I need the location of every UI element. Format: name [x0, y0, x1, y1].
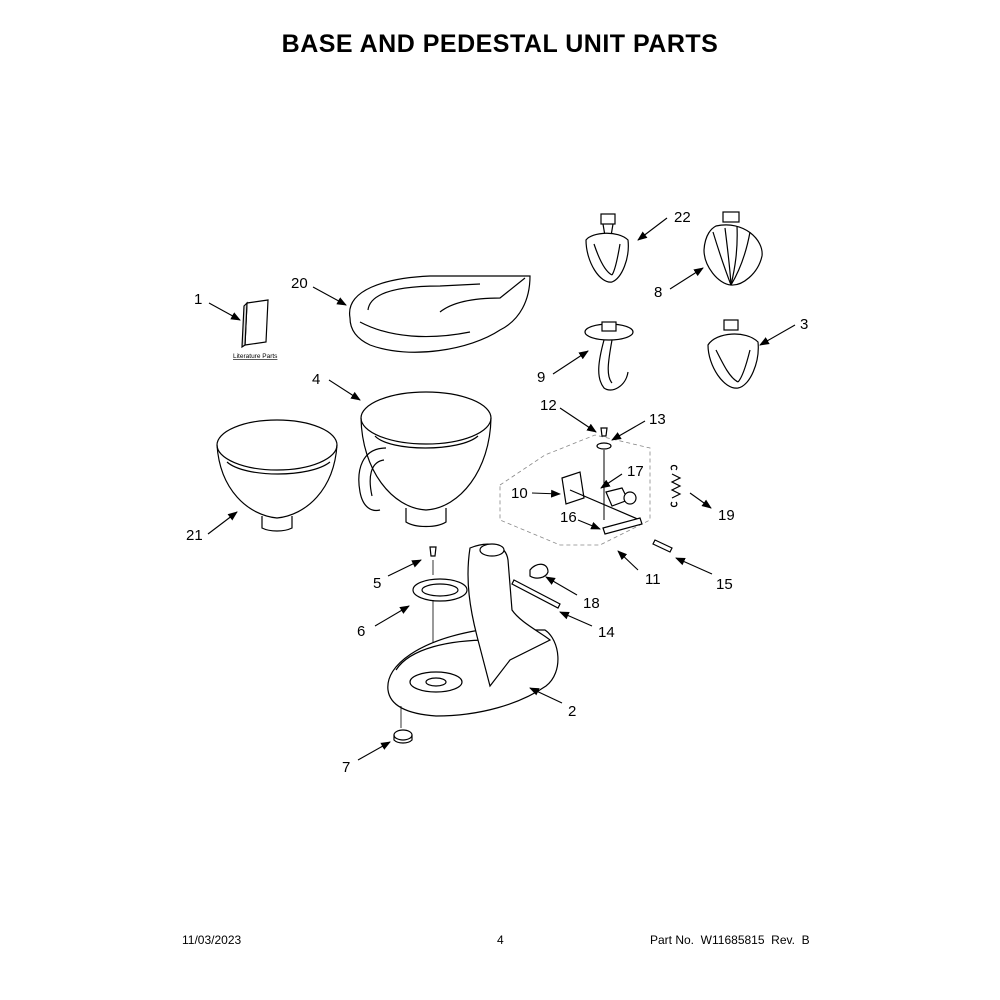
- footer-page-number: 4: [497, 933, 504, 947]
- part-1-literature-card: [241, 299, 269, 349]
- part-8-wire-whip: [703, 211, 763, 286]
- part-6-clamp-plate: [412, 578, 468, 665]
- footer-part-number: Part No. W11685815 Rev. B: [650, 933, 810, 947]
- part-9-dough-hook: [584, 321, 634, 391]
- part-21-mixing-bowl: [216, 419, 338, 532]
- callout-17: 17: [627, 463, 644, 480]
- callout-6: 6: [357, 623, 365, 640]
- part-19-spring: [670, 464, 682, 508]
- callout-8: 8: [654, 284, 662, 301]
- part-7-foot: [393, 706, 413, 744]
- callout-22: 22: [674, 209, 691, 226]
- callout-18: 18: [583, 595, 600, 612]
- callout-2: 2: [568, 703, 576, 720]
- page-title: BASE AND PEDESTAL UNIT PARTS: [281, 30, 719, 58]
- part-3-flat-beater: [707, 319, 759, 389]
- callout-15: 15: [716, 576, 733, 593]
- callout-7: 7: [342, 759, 350, 776]
- callout-12: 12: [540, 397, 557, 414]
- callout-21: 21: [186, 527, 203, 544]
- part-18-latch-knob: [529, 563, 549, 579]
- part-13-washer: [596, 442, 612, 520]
- part-17-latch: [605, 487, 637, 507]
- part-2-base-pedestal: [387, 543, 559, 717]
- part-4-mixing-bowl-with-handle: [358, 391, 492, 528]
- literature-parts-label: Literature Parts: [233, 353, 278, 360]
- callout-4: 4: [312, 371, 320, 388]
- callout-5: 5: [373, 575, 381, 592]
- callout-10: 10: [511, 485, 528, 502]
- housing-outline-dashed: [499, 434, 651, 546]
- part-15-pin: [652, 539, 673, 553]
- part-20-pouring-shield: [349, 275, 531, 353]
- part-16-lever-rod: [602, 517, 643, 535]
- part-12-screw: [600, 427, 608, 437]
- part-14-hinge-pin: [511, 579, 561, 609]
- callout-13: 13: [649, 411, 666, 428]
- callout-20: 20: [291, 275, 308, 292]
- callout-9: 9: [537, 369, 545, 386]
- callout-16: 16: [560, 509, 577, 526]
- part-22-flex-edge-beater: [585, 213, 629, 283]
- leader-arrows: [207, 217, 796, 761]
- callout-3: 3: [800, 316, 808, 333]
- footer-date: 11/03/2023: [182, 933, 242, 947]
- callout-1: 1: [194, 291, 202, 308]
- callout-19: 19: [718, 507, 735, 524]
- part-5-screw: [429, 546, 437, 575]
- callout-11: 11: [645, 571, 661, 588]
- part-10-bracket: [561, 471, 641, 521]
- callout-14: 14: [598, 624, 615, 641]
